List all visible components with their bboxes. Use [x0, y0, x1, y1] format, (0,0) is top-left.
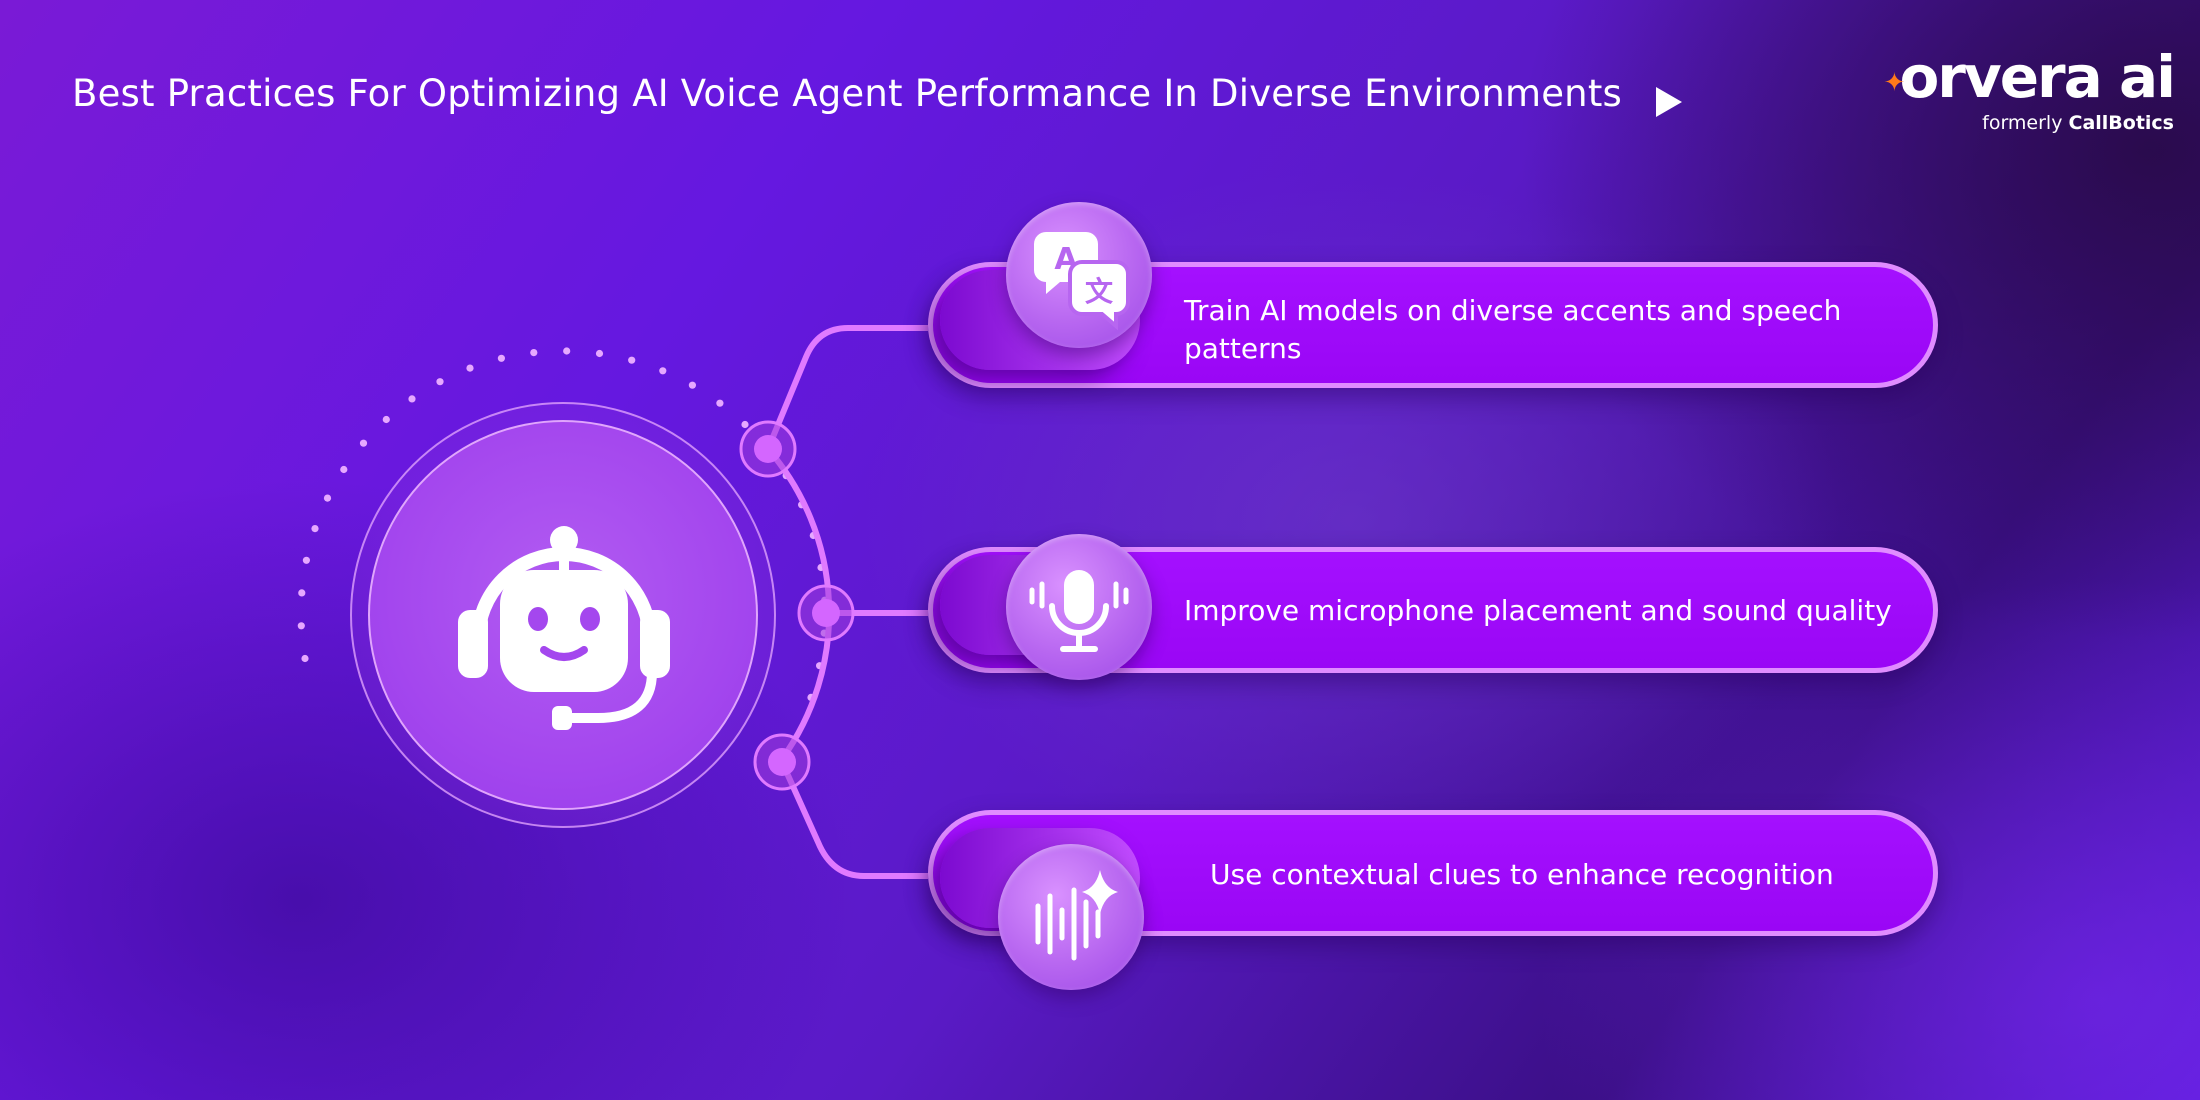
ring-dot — [436, 378, 444, 386]
ai-voice-wave-icon — [998, 844, 1144, 990]
logo-sub-prefix: formerly — [1982, 112, 2063, 134]
ring-dot — [659, 367, 667, 375]
ring-dot — [311, 525, 319, 533]
svg-text:文: 文 — [1085, 275, 1113, 308]
practice-text-1: Train AI models on diverse accents and s… — [1184, 294, 1842, 365]
ring-dot — [595, 349, 604, 358]
sparkle-icon: ✦ — [1883, 68, 1905, 98]
ring-dot — [688, 381, 697, 389]
translate-chat-icon: A 文 — [1006, 202, 1152, 348]
ring-dot — [359, 439, 368, 447]
logo-wordmark: ✦ orvera ai — [1883, 48, 2176, 106]
ring-dot — [340, 465, 348, 474]
ring-dot — [466, 364, 474, 372]
ring-dot — [497, 354, 505, 362]
microphone-icon — [1006, 534, 1152, 680]
ring-dot — [302, 556, 310, 564]
ring-dot — [382, 415, 390, 424]
robot-headset-icon — [458, 526, 670, 730]
ring-dot — [741, 420, 749, 429]
ring-dot — [530, 349, 538, 357]
connector-node-1 — [739, 420, 797, 478]
page-title: Best Practices For Optimizing AI Voice A… — [72, 72, 1623, 115]
connector-line-1 — [765, 325, 928, 451]
logo-brand-text: orvera ai — [1899, 43, 2176, 111]
practice-text-3: Use contextual clues to enhance recognit… — [1210, 858, 1834, 891]
ring-dot — [297, 622, 305, 630]
connector-line-3 — [779, 760, 928, 879]
play-icon — [1656, 87, 1682, 117]
ring-dot — [716, 399, 724, 407]
connector-node-2 — [797, 584, 855, 642]
ring-dot — [301, 654, 309, 663]
ring-dot — [298, 589, 306, 597]
connector-node-3 — [753, 733, 811, 791]
ring-dot — [628, 356, 636, 364]
logo-sub-brand: CallBotics — [2068, 112, 2175, 134]
ring-dot — [563, 347, 571, 355]
ring-dot — [323, 494, 332, 502]
practice-text-2: Improve microphone placement and sound q… — [1184, 594, 1892, 627]
logo-subtitle: formerly CallBotics — [1899, 112, 2174, 134]
ring-dot — [408, 395, 416, 403]
brand-logo: ✦ orvera ai formerly CallBotics — [1883, 48, 2176, 134]
